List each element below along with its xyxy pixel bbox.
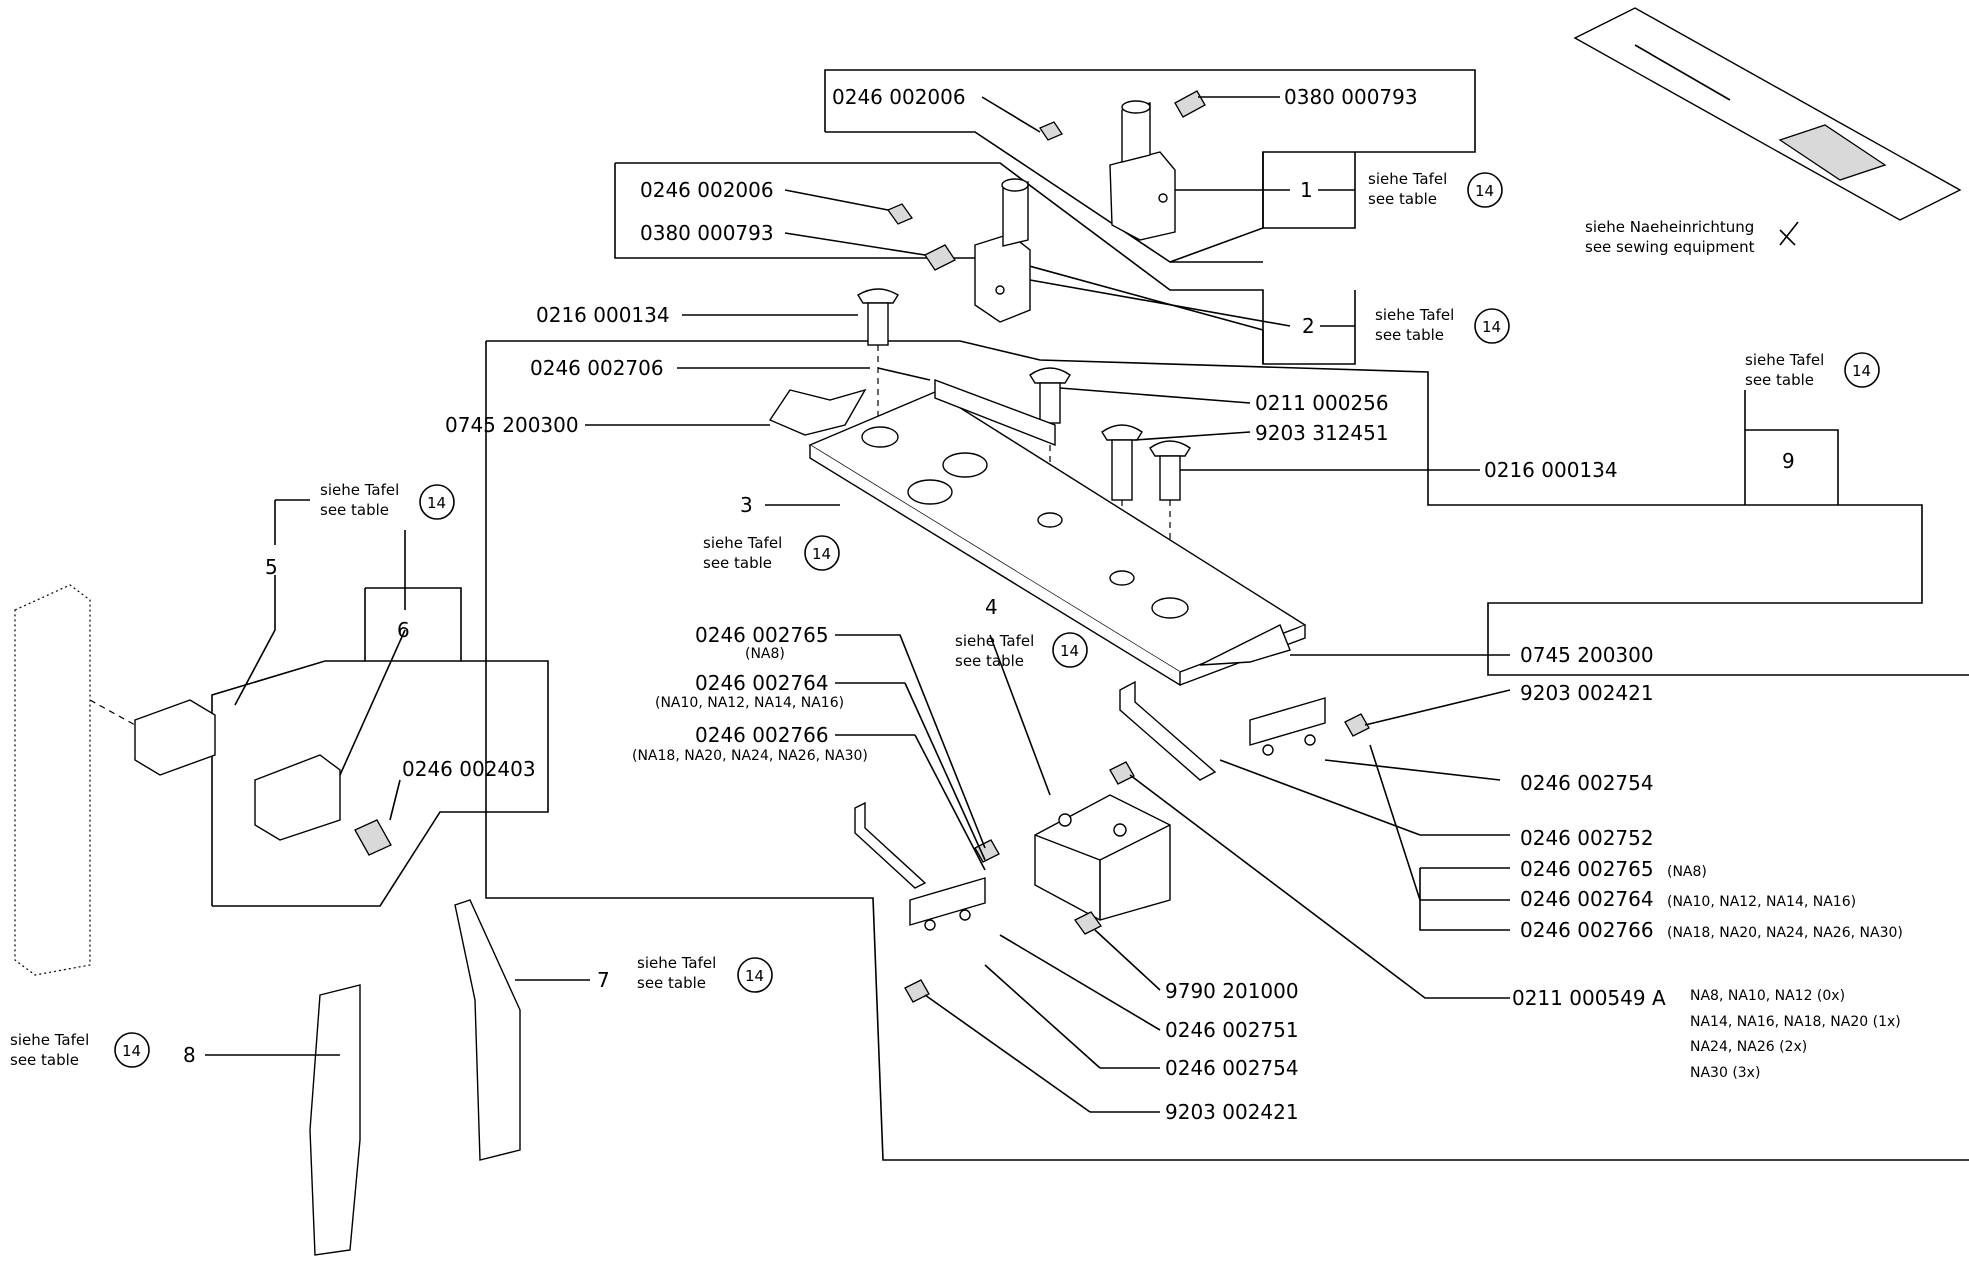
item-number-2: 2 (1302, 314, 1315, 338)
note-0246-002764-right: (NA10, NA12, NA14, NA16) (1667, 894, 1856, 910)
svg-text:siehe Tafel: siehe Tafel (955, 632, 1034, 650)
item-number-8: 8 (183, 1043, 196, 1067)
na-row-2: NA24, NA26 (2x) (1690, 1039, 1807, 1055)
label-9203-002421-bottom: 9203 002421 (1165, 1100, 1299, 1124)
svg-text:siehe Tafel: siehe Tafel (1375, 306, 1454, 324)
na-row-1: NA14, NA16, NA18, NA20 (1x) (1690, 1014, 1901, 1030)
label-0246-002765-right: 0246 002765 (1520, 857, 1654, 881)
item-number-7: 7 (597, 968, 610, 992)
item-number-9: 9 (1782, 449, 1795, 473)
table-badge-14: 14 (812, 545, 831, 563)
label-0246-002706: 0246 002706 (530, 356, 664, 380)
see-table-ref-9: siehe Tafel see table 14 (1745, 351, 1880, 389)
svg-text:see table: see table (1375, 326, 1444, 344)
label-0246-002006-top: 0246 002006 (832, 85, 966, 109)
see-table-ref-3: siehe Tafel see table 14 (703, 534, 840, 572)
part-labels: 0246 002006 0380 000793 0246 002006 0380… (402, 85, 1903, 1124)
knife-parts (309, 899, 521, 1256)
label-0745-200300-left: 0745 200300 (445, 413, 579, 437)
label-0246-002403: 0246 002403 (402, 757, 536, 781)
table-badge-14: 14 (1482, 318, 1501, 336)
label-0211-000256: 0211 000256 (1255, 391, 1389, 415)
holder-block-part (854, 680, 1370, 1003)
item-number-6: 6 (397, 618, 410, 642)
note-0246-002766-right: (NA18, NA20, NA24, NA26, NA30) (1667, 925, 1903, 941)
na-row-0: NA8, NA10, NA12 (0x) (1690, 988, 1845, 1004)
clamp-mid-part (887, 178, 1031, 323)
left-assembly-part (14, 584, 392, 976)
see-table-ref-2: siehe Tafel see table 14 (1375, 306, 1510, 344)
svg-text:siehe Tafel: siehe Tafel (1745, 351, 1824, 369)
note-0246-002766-left: (NA18, NA20, NA24, NA26, NA30) (632, 748, 868, 764)
note-0246-002765-left: (NA8) (745, 646, 785, 662)
item-numbers: 1 2 3 4 5 6 7 8 9 (183, 178, 1795, 1067)
see-table-ref-7: siehe Tafel see table 14 (637, 954, 773, 993)
svg-text:see table: see table (1368, 190, 1437, 208)
svg-text:siehe Tafel: siehe Tafel (637, 954, 716, 972)
svg-text:siehe Tafel: siehe Tafel (10, 1031, 89, 1049)
svg-text:see table: see table (955, 652, 1024, 670)
label-0216-000134-left: 0216 000134 (536, 303, 670, 327)
svg-text:see table: see table (637, 974, 706, 992)
label-0216-000134-right: 0216 000134 (1484, 458, 1618, 482)
see-table-ref-8: siehe Tafel see table 14 (10, 1031, 150, 1069)
label-9203-312451: 9203 312451 (1255, 421, 1389, 445)
nameplate-part (1573, 7, 1962, 221)
table-badge-14: 14 (1475, 182, 1494, 200)
note-0246-002764-left: (NA10, NA12, NA14, NA16) (655, 695, 844, 711)
svg-text:siehe Tafel: siehe Tafel (320, 481, 399, 499)
group-frames (211, 69, 1969, 1161)
see-table-ref-5: siehe Tafel see table 14 (320, 481, 455, 520)
table-badge-14: 14 (745, 967, 764, 985)
label-0745-200300-right: 0745 200300 (1520, 643, 1654, 667)
note-0246-002765-right: (NA8) (1667, 864, 1707, 880)
see-table-references: siehe Tafel see table 14 siehe Tafel see… (10, 170, 1880, 1069)
svg-text:siehe Tafel: siehe Tafel (703, 534, 782, 552)
label-0246-002764-left: 0246 002764 (695, 671, 829, 695)
needle-plate-part (768, 378, 1307, 687)
svg-text:siehe Naeheinrichtung: siehe Naeheinrichtung (1585, 218, 1754, 236)
leader-lines (205, 96, 1796, 1113)
label-0246-002752: 0246 002752 (1520, 826, 1654, 850)
table-badge-14: 14 (122, 1042, 141, 1060)
label-0246-002754-bottom: 0246 002754 (1165, 1056, 1299, 1080)
see-table-ref-1: siehe Tafel see table 14 (1368, 170, 1503, 208)
svg-text:see table: see table (320, 501, 389, 519)
table-badge-14: 14 (1060, 642, 1079, 660)
svg-text:see table: see table (10, 1051, 79, 1069)
item-number-1: 1 (1300, 178, 1313, 202)
label-0380-000793-mid: 0380 000793 (640, 221, 774, 245)
table-badge-14: 14 (1852, 362, 1871, 380)
label-9790-201000: 9790 201000 (1165, 979, 1299, 1003)
svg-text:see table: see table (1745, 371, 1814, 389)
see-table-ref-4: siehe Tafel see table 14 (955, 632, 1088, 670)
label-0246-002764-right: 0246 002764 (1520, 887, 1654, 911)
na-row-3: NA30 (3x) (1690, 1065, 1760, 1081)
label-0380-000793-top: 0380 000793 (1284, 85, 1418, 109)
na-quantity-table: NA8, NA10, NA12 (0x) NA14, NA16, NA18, N… (1690, 988, 1901, 1081)
label-0211-000549-a: 0211 000549 A (1512, 986, 1666, 1010)
label-0246-002754-right: 0246 002754 (1520, 771, 1654, 795)
label-0246-002751: 0246 002751 (1165, 1018, 1299, 1042)
item-number-3: 3 (740, 493, 753, 517)
label-0246-002766-right: 0246 002766 (1520, 918, 1654, 942)
clamp-top-part (1039, 90, 1206, 241)
label-0246-002765-left: 0246 002765 (695, 623, 829, 647)
label-0246-002766-left: 0246 002766 (695, 723, 829, 747)
svg-text:see table: see table (703, 554, 772, 572)
label-9203-002421-right: 9203 002421 (1520, 681, 1654, 705)
see-sewing-equipment-ref: siehe Naeheinrichtung see sewing equipme… (1585, 218, 1799, 256)
svg-text:see sewing equipment: see sewing equipment (1585, 238, 1755, 256)
table-badge-14: 14 (427, 494, 446, 512)
label-0246-002006-mid: 0246 002006 (640, 178, 774, 202)
svg-text:siehe Tafel: siehe Tafel (1368, 170, 1447, 188)
item-number-4: 4 (985, 595, 998, 619)
item-number-5: 5 (265, 555, 278, 579)
